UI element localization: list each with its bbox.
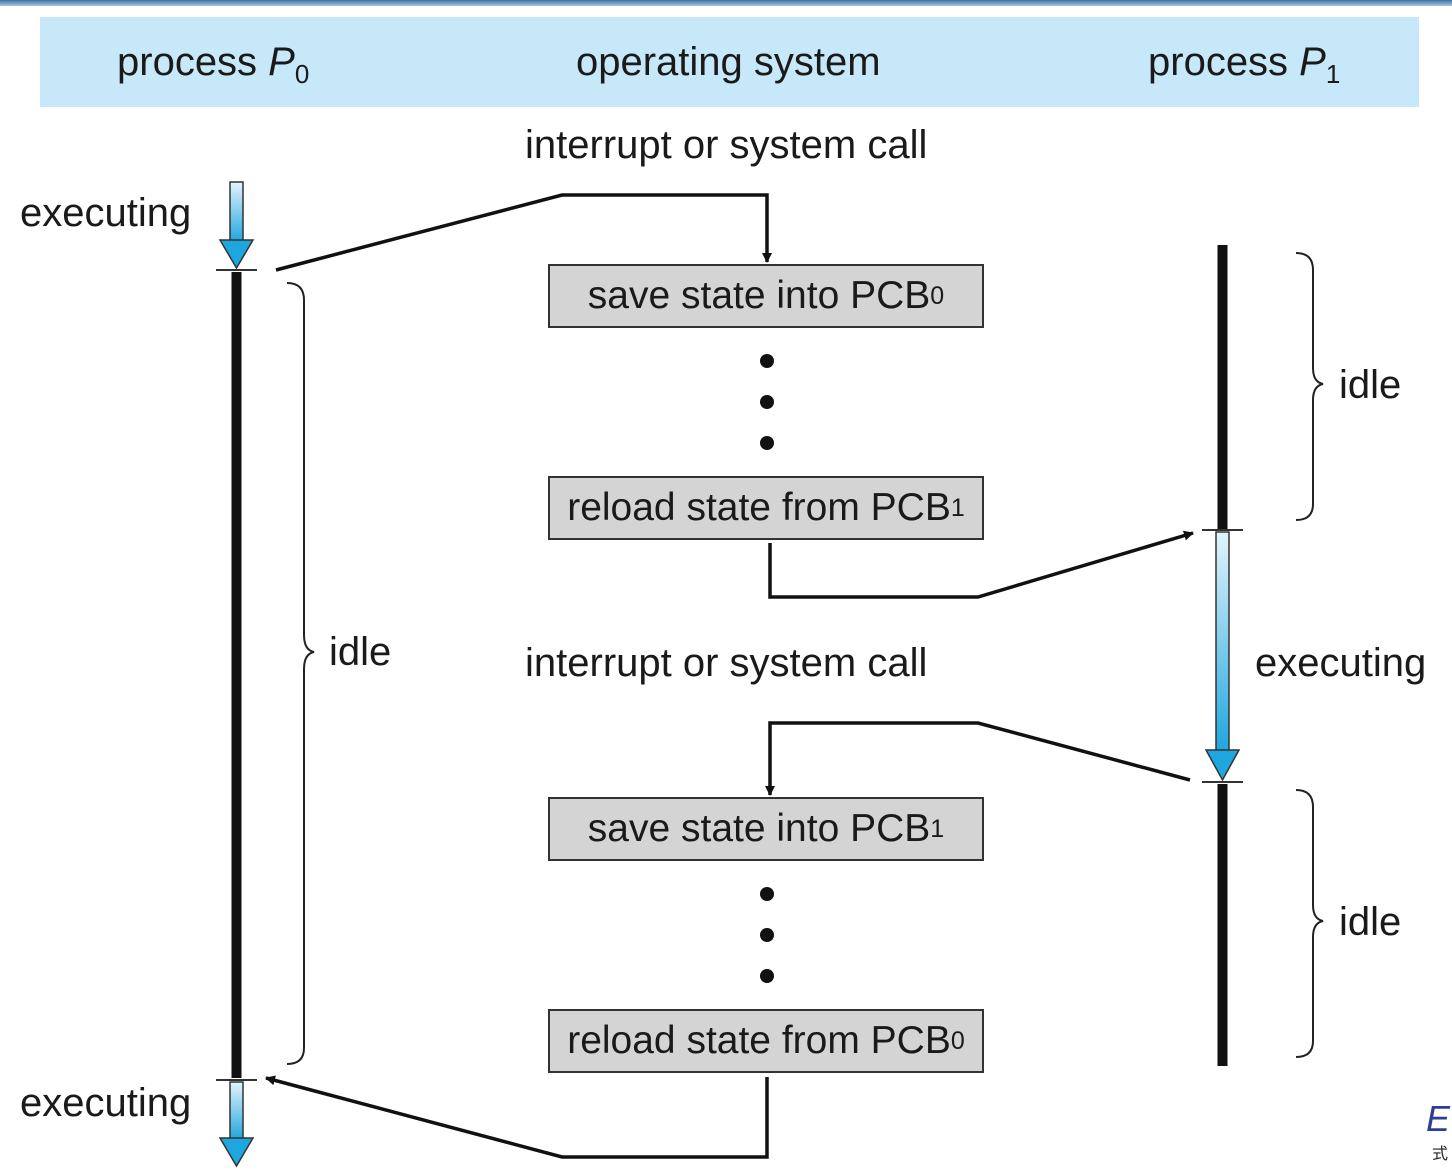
p1-executing-label: executing	[1255, 641, 1427, 685]
ellipsis-dot	[760, 887, 774, 901]
ellipsis-dot	[760, 969, 774, 983]
p0-executing-bottom-label: executing	[20, 1081, 192, 1125]
p0-idle-label: idle	[329, 630, 392, 674]
corner-logo-letter: E	[1426, 1098, 1451, 1139]
p1-idle-bottom-label: idle	[1339, 900, 1402, 944]
p1-idle-bottom-brace	[1295, 789, 1324, 1058]
header-band	[40, 17, 1419, 107]
p1-idle-top-brace	[1295, 252, 1324, 521]
p0-executing-top-label: executing	[20, 191, 192, 235]
ellipsis-dot	[760, 928, 774, 942]
header-process-p1: process P1	[1148, 40, 1341, 89]
connector-p1-to-save-pcb1	[765, 721, 1191, 796]
p0-idle-brace	[286, 282, 315, 1065]
interrupt-label-middle: interrupt or system call	[525, 641, 928, 685]
corner-logo-glyph: 式	[1432, 1146, 1449, 1163]
p1-idle-top-label: idle	[1339, 363, 1402, 407]
connector-reload-pcb0-to-p0	[265, 1075, 769, 1159]
top-rule	[0, 0, 1452, 6]
p0-executing-bottom-arrow	[218, 1081, 255, 1168]
connector-reload-pcb1-to-p1	[768, 530, 1194, 599]
header-process-p0: process P0	[117, 40, 310, 89]
ellipsis-dot	[760, 395, 774, 409]
ellipsis-dot	[760, 354, 774, 368]
header-operating-system: operating system	[576, 40, 881, 84]
ellipsis-dot	[760, 436, 774, 450]
connector-p0-to-save-pcb0	[275, 193, 772, 272]
p1-executing-arrow	[1204, 531, 1241, 782]
p0-executing-top-arrow	[218, 181, 255, 270]
interrupt-label-top: interrupt or system call	[525, 123, 928, 167]
